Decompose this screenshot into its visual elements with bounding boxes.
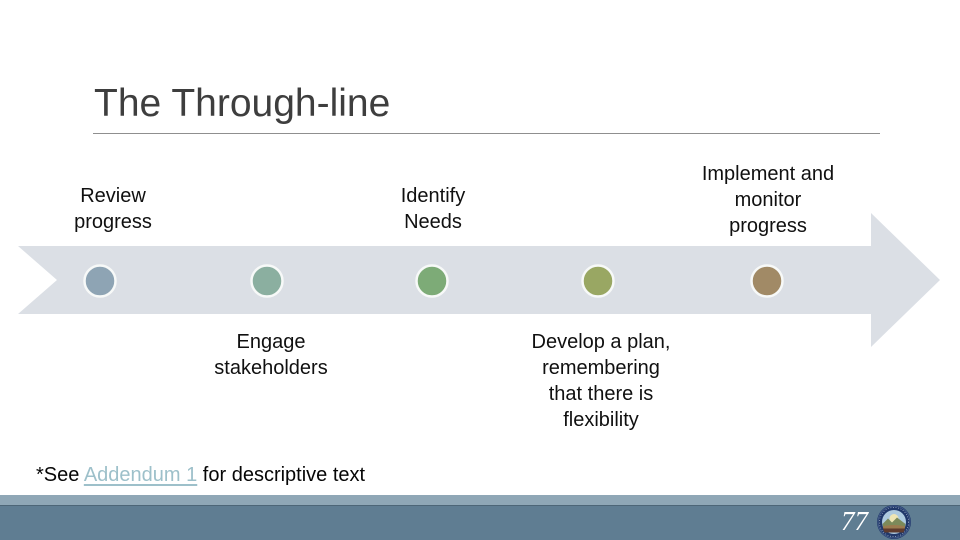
milestone-label-review-progress: Review progress (74, 185, 152, 233)
government-seal-icon (877, 505, 911, 539)
milestone-dot-5 (750, 264, 784, 298)
slide-title: The Through-line (94, 82, 391, 125)
footer-accent-strip (0, 495, 960, 505)
milestone-label-engage-stakeholders: Engage stakeholders (214, 331, 328, 379)
addendum-link[interactable]: Addendum 1 (83, 464, 198, 486)
footnote-prefix: *See (36, 464, 84, 486)
footnote-suffix: for descriptive text (197, 464, 366, 486)
milestone-dot-3 (415, 264, 449, 298)
footnote: *See Addendum 1 for descriptive text (36, 462, 365, 488)
milestone-label-implement-monitor: Implement and monitor progress (701, 163, 835, 237)
milestone-dot-2 (250, 264, 284, 298)
footer-bar (0, 505, 960, 540)
title-underline (93, 133, 880, 134)
arrow-band-shape (18, 213, 940, 347)
milestone-label-identify-needs: Identify Needs (400, 185, 466, 233)
page-number: 77 (841, 506, 868, 536)
milestone-dot-1 (83, 264, 117, 298)
milestone-label-develop-a-plan: Develop a plan, remembering that there i… (531, 331, 671, 431)
milestone-dot-4 (581, 264, 615, 298)
